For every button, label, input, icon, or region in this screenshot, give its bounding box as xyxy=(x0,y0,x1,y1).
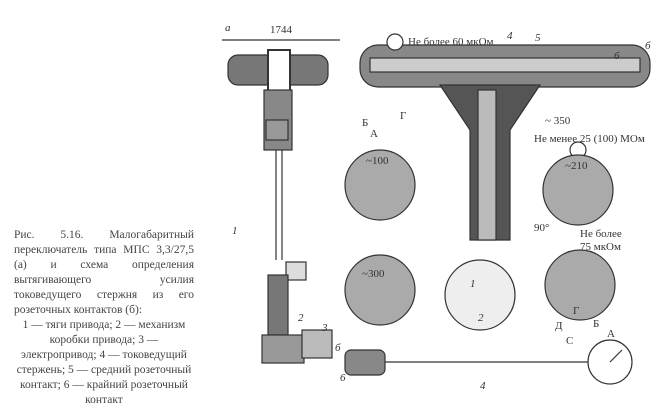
dim-A2: А xyxy=(607,328,615,340)
switch-cross-section xyxy=(359,33,651,241)
label-6: 6 xyxy=(614,50,620,62)
caption-legend: 1 — тяги привода; 2 — механизм коробки п… xyxy=(16,319,192,406)
figure-caption: Рис. 5.16. Малогабаритный переключатель … xyxy=(14,228,194,408)
label-4: 4 xyxy=(507,30,513,42)
circle-label-2: 2 xyxy=(478,312,484,324)
resistance-25: Не менее 25 (100) МОм xyxy=(534,133,645,145)
dim-350: ~ 350 xyxy=(545,115,571,127)
label-4b: 4 xyxy=(480,380,486,392)
label-6b: 6 xyxy=(340,372,346,384)
dim-B: Б xyxy=(362,117,369,129)
resistance-75-a: Не более xyxy=(580,228,622,240)
view-b-label: б xyxy=(645,40,651,52)
dim-300: ~300 xyxy=(362,268,385,280)
dim-G2: Г xyxy=(573,305,580,317)
switch-view-a xyxy=(222,39,340,364)
label-5: 5 xyxy=(535,32,541,44)
dim-G: Г xyxy=(400,110,407,122)
dim-D: Д xyxy=(555,320,563,332)
view-a-label: а xyxy=(225,22,231,34)
detail-circles xyxy=(344,149,616,331)
resistance-60: Не более 60 мкОм xyxy=(408,36,494,48)
label-2: 2 xyxy=(298,312,304,324)
label-1: 1 xyxy=(232,225,238,237)
pull-test-setup xyxy=(344,339,633,385)
circle-label-1: 1 xyxy=(470,278,476,290)
angle-90: 90° xyxy=(534,222,550,234)
caption-title: Рис. 5.16. Малогабаритный переключатель … xyxy=(14,229,194,316)
dim-B2: Б xyxy=(593,318,600,330)
label-3: 3 xyxy=(322,322,328,334)
dim-1744: 1744 xyxy=(270,24,292,36)
dim-A: А xyxy=(370,128,378,140)
dim-100: ~100 xyxy=(366,155,389,167)
resistance-75-b: 75 мкОм xyxy=(580,241,621,253)
dim-C: С xyxy=(566,335,574,347)
dim-210: ~210 xyxy=(565,160,588,172)
view-b-label-2: б xyxy=(335,342,341,354)
